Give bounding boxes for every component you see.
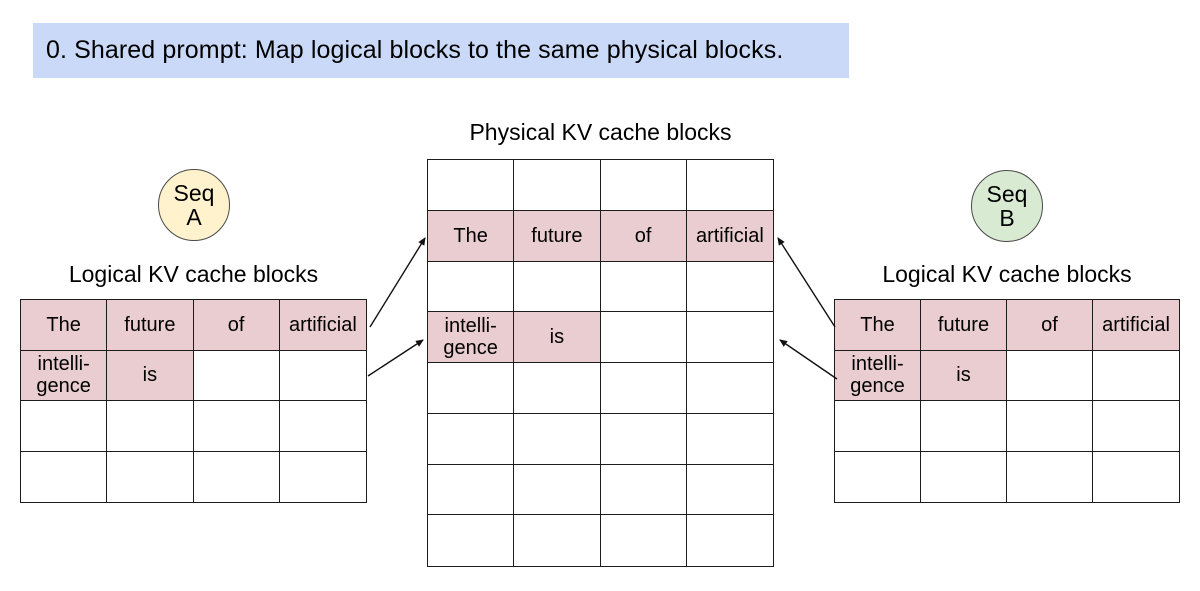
kv-cell bbox=[601, 515, 687, 566]
kv-cell: of bbox=[600, 210, 687, 262]
kv-cell bbox=[107, 401, 194, 452]
kv-cell bbox=[428, 160, 515, 211]
kv-cell: is bbox=[107, 350, 194, 401]
kv-cell bbox=[21, 401, 108, 452]
physical-kv-blocks-title: Physical KV cache blocks bbox=[469, 119, 732, 145]
kv-cell bbox=[686, 465, 773, 516]
kv-cell bbox=[686, 414, 773, 465]
kv-cell bbox=[686, 363, 773, 414]
kv-cell bbox=[600, 160, 687, 211]
kv-cell bbox=[835, 451, 921, 502]
kv-cell bbox=[600, 312, 687, 363]
kv-cell bbox=[279, 351, 366, 401]
seq-b-label-line2: B bbox=[999, 205, 1015, 231]
kv-cell bbox=[107, 451, 194, 502]
kv-cell bbox=[194, 451, 280, 502]
step-banner: 0. Shared prompt: Map logical blocks to … bbox=[33, 23, 849, 78]
kv-cell: intelli- gence bbox=[835, 350, 921, 401]
kv-cell: future bbox=[107, 300, 194, 351]
kv-cell bbox=[21, 451, 108, 502]
kv-cell: artificial bbox=[1093, 300, 1179, 351]
kv-cell bbox=[835, 401, 921, 452]
seq-a-label-line1: Seq bbox=[173, 180, 215, 206]
kv-cell bbox=[921, 401, 1007, 452]
kv-cell bbox=[1007, 350, 1093, 401]
kv-cell bbox=[1093, 452, 1179, 503]
kv-cell: intelli- gence bbox=[21, 350, 108, 401]
kv-cell bbox=[428, 413, 515, 465]
arrow-seq-a-block1-to-physical-block3 bbox=[367, 339, 424, 377]
arrow-seq-a-block0-to-physical-block1 bbox=[369, 237, 426, 328]
kv-cell bbox=[193, 350, 280, 401]
kv-cell: The bbox=[835, 300, 921, 351]
kv-cell: artificial bbox=[279, 300, 366, 351]
kv-cell bbox=[600, 261, 687, 313]
kv-cell: of bbox=[193, 300, 280, 351]
seq-b-label-line1: Seq bbox=[986, 181, 1028, 207]
kv-cell bbox=[514, 363, 601, 414]
seq-b-badge: Seq B bbox=[971, 170, 1043, 242]
kv-cell: is bbox=[921, 350, 1007, 401]
kv-cell: The bbox=[428, 210, 515, 262]
kv-cell bbox=[1007, 451, 1093, 502]
seq-a-logical-kv-blocks-title: Logical KV cache blocks bbox=[68, 261, 319, 287]
kv-cell bbox=[514, 413, 601, 465]
seq-b-logical-kv-blocks-title: Logical KV cache blocks bbox=[882, 261, 1132, 287]
kv-cell bbox=[1007, 401, 1093, 452]
kv-cell bbox=[514, 515, 601, 566]
kv-cell bbox=[921, 451, 1007, 502]
kv-cell bbox=[1093, 351, 1179, 401]
kv-cell bbox=[600, 464, 687, 516]
kv-cell bbox=[279, 401, 366, 452]
arrow-seq-b-block1-to-physical-block3 bbox=[779, 339, 838, 380]
kv-cell bbox=[428, 515, 515, 566]
kv-cell: The bbox=[21, 300, 108, 351]
kv-cell: intelli- gence bbox=[428, 312, 515, 363]
arrow-seq-b-block0-to-physical-block1 bbox=[777, 237, 836, 328]
kv-cell bbox=[428, 464, 515, 516]
kv-cell bbox=[428, 363, 515, 414]
kv-cell: future bbox=[514, 210, 601, 262]
kv-cell bbox=[193, 401, 280, 452]
kv-cell: of bbox=[1007, 300, 1093, 351]
kv-cell bbox=[686, 312, 773, 363]
step-banner-text: 0. Shared prompt: Map logical blocks to … bbox=[46, 36, 784, 64]
kv-cell: future bbox=[921, 300, 1007, 351]
kv-cell bbox=[1093, 401, 1179, 452]
kv-cell: artificial bbox=[686, 210, 773, 262]
kv-cell: is bbox=[514, 312, 601, 363]
kv-cell bbox=[514, 464, 601, 516]
kv-cell bbox=[428, 261, 515, 313]
kv-cell bbox=[514, 261, 601, 313]
kv-cell bbox=[686, 262, 773, 313]
kv-cell bbox=[514, 160, 601, 211]
seq-a-label-line2: A bbox=[186, 204, 202, 230]
seq-a-badge: Seq A bbox=[158, 169, 230, 241]
kv-cell bbox=[687, 515, 773, 566]
kv-cell bbox=[686, 160, 773, 211]
kv-cell bbox=[600, 363, 687, 414]
kv-cell bbox=[600, 413, 687, 465]
kv-cell bbox=[280, 452, 366, 503]
